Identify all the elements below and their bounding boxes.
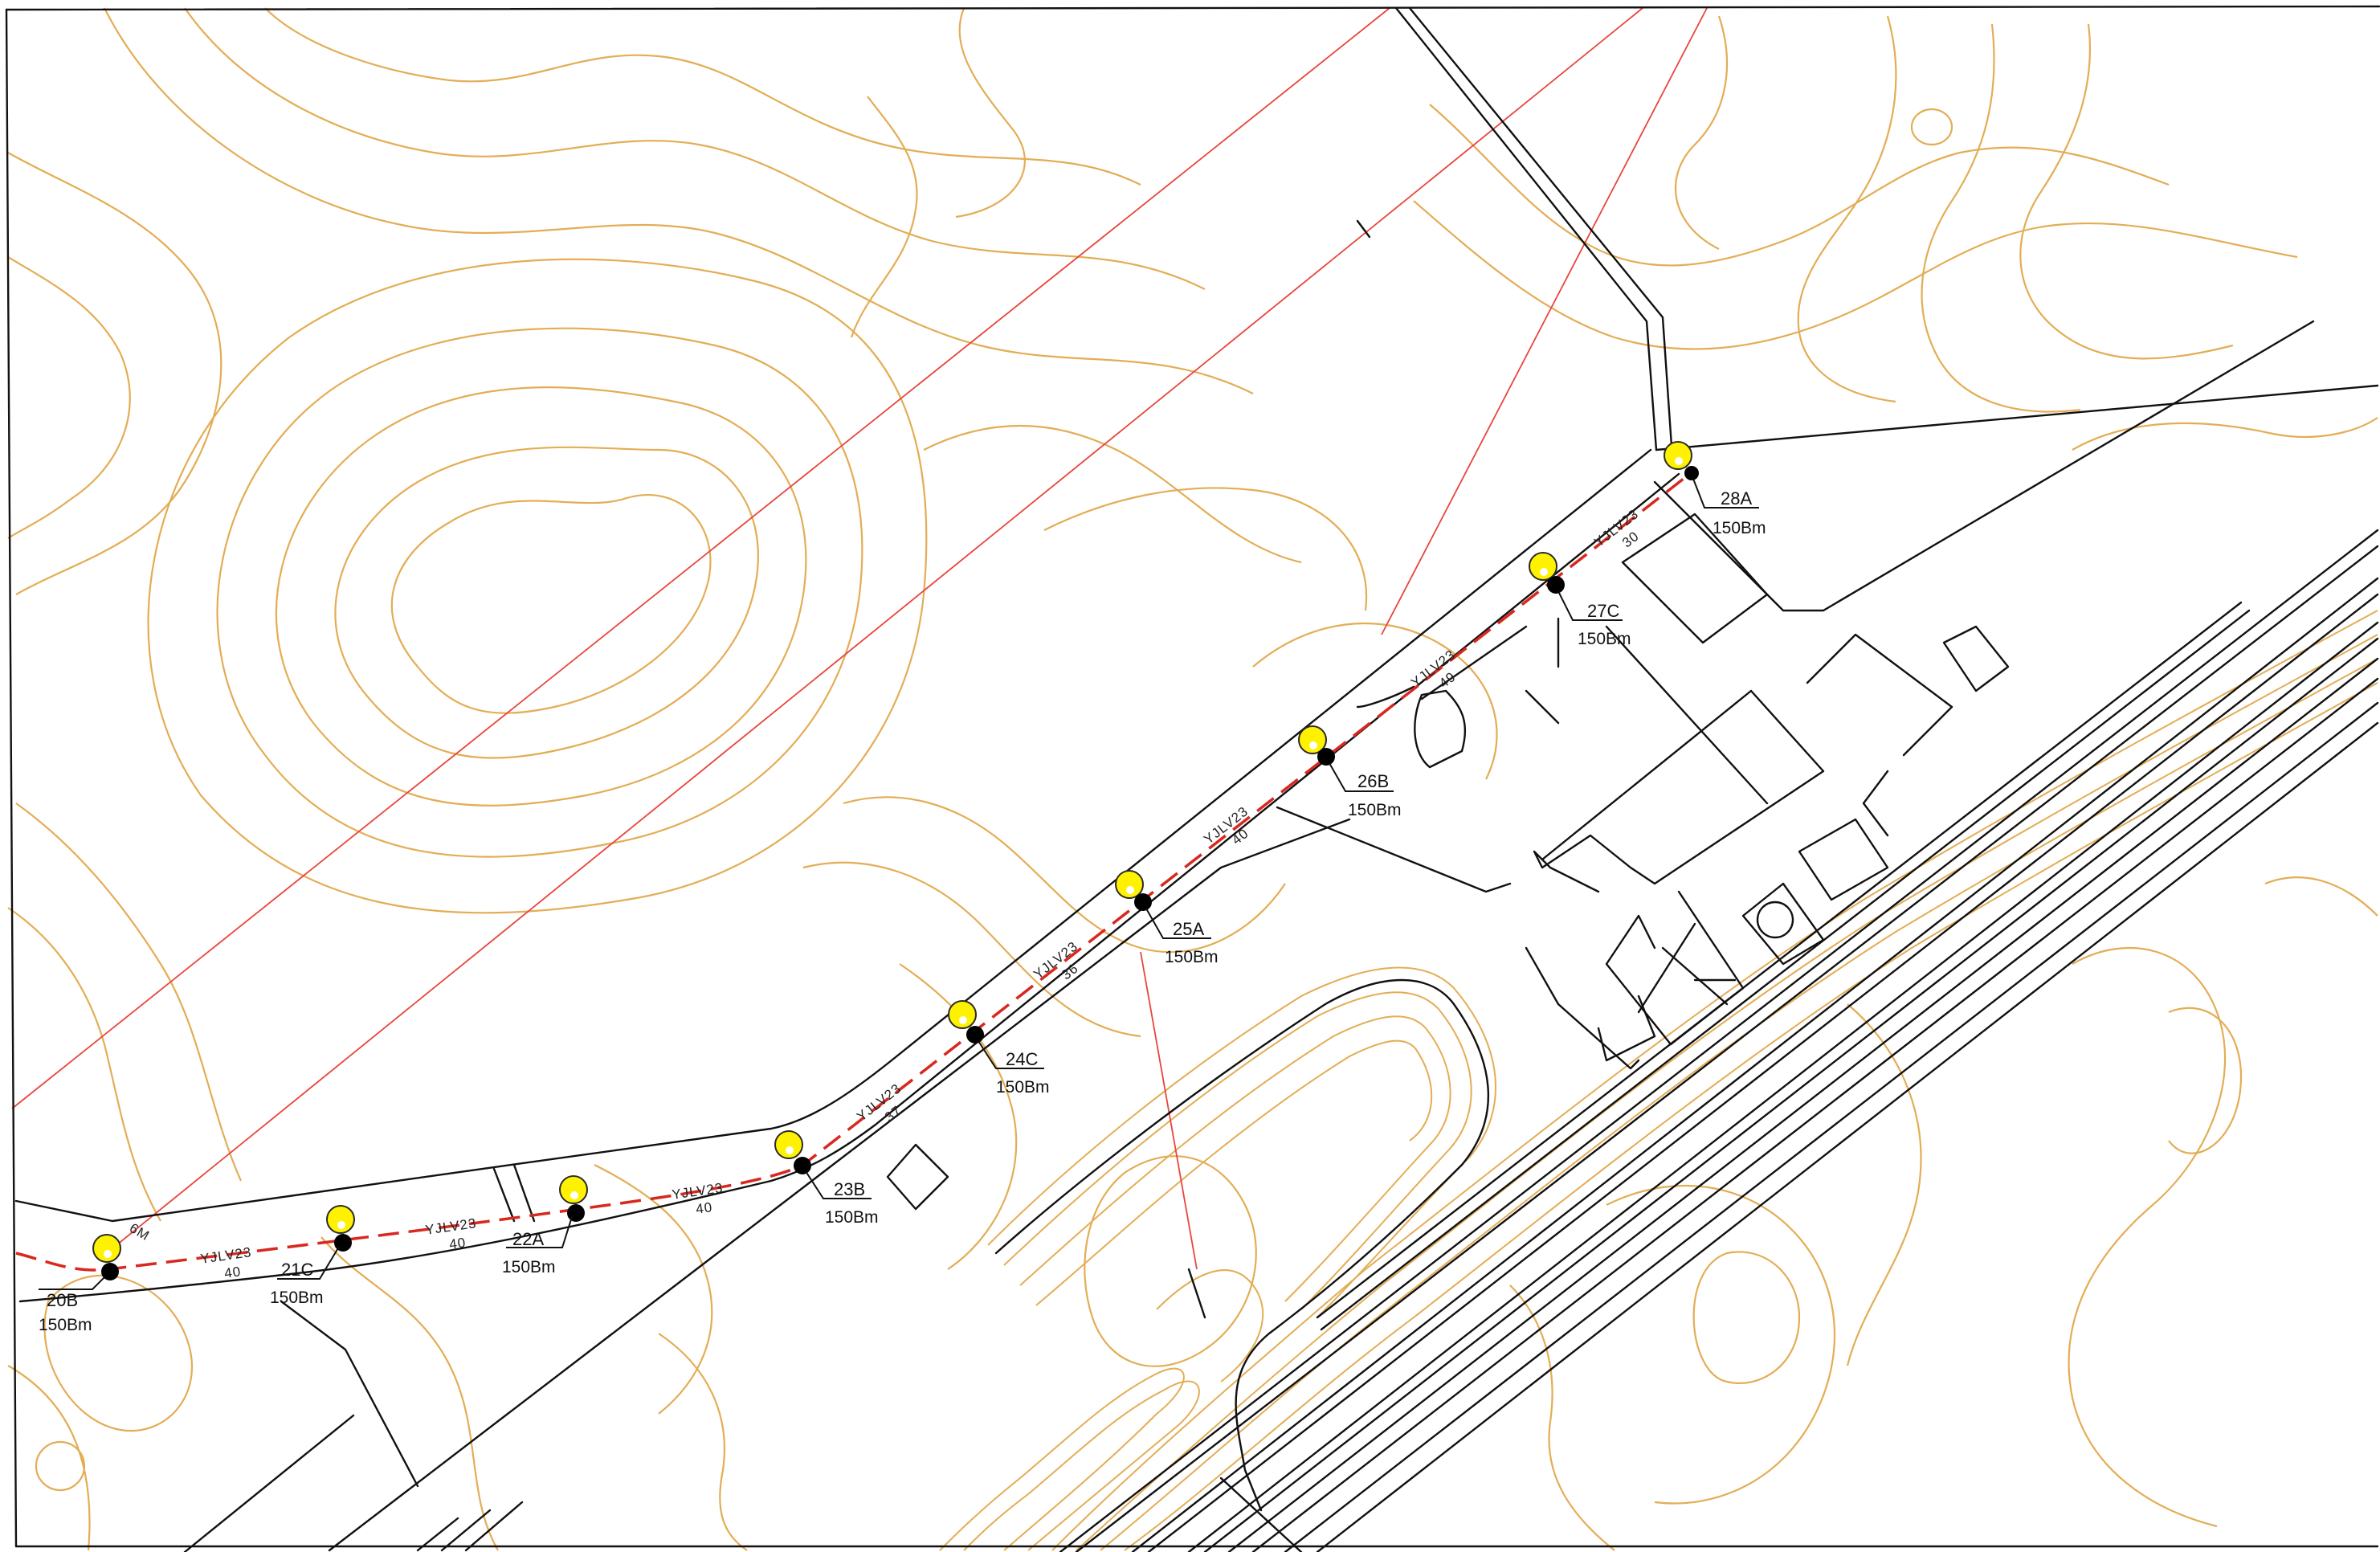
building [1621,513,1769,644]
pole-28A[interactable]: 28A 150Bm [1664,441,1766,537]
lamp-center [1675,457,1683,465]
pole-id: 23B [834,1179,865,1199]
site-boundaries [5,5,2380,1552]
pole-spec: 150Bm [39,1316,92,1334]
pole-id: 28A [1721,488,1752,508]
pole-27C[interactable]: 27C 150Bm [1529,552,1631,648]
pole-26B[interactable]: 26B 150Bm [1298,725,1402,819]
label-leader [805,1170,872,1199]
pole-spec: 150Bm [1348,801,1402,819]
pole-id: 27C [1587,601,1619,621]
overhead-power-lines [11,7,1708,1270]
pole-25A[interactable]: 25A 150Bm [1115,870,1219,966]
pole-base-icon [1317,748,1335,766]
street-lamp-icon [1664,441,1692,470]
pole-base-icon [567,1204,585,1222]
label-leader [39,1276,105,1290]
pole-id: 20B [47,1290,78,1310]
pole-id: 26B [1357,771,1389,791]
svg-text:40: 40 [695,1199,713,1217]
lamp-center [337,1221,345,1229]
pole-spec: 150Bm [1713,519,1766,537]
pole-base-icon [1547,576,1565,594]
street-lamp-icon [1298,725,1327,754]
terrain-contour-lines [7,7,2378,1551]
pole-23B[interactable]: 23B 150Bm [774,1130,879,1227]
lamp-center [1126,886,1134,894]
pole-base-icon [1134,893,1152,911]
pole-base-icon [1684,466,1699,480]
pole-spec: 150Bm [996,1078,1050,1097]
lamp-center [1309,741,1317,749]
pole-20B[interactable]: 20B 150Bm [39,1234,121,1334]
street-light-poles: 20B 150Bm 21C 150Bm 22A 150Bm 23B [39,441,1766,1334]
label-leader [1557,590,1623,621]
label-leader [1145,908,1211,939]
street-lamp-icon [1115,870,1144,899]
pole-spec: 150Bm [1578,630,1631,648]
lamp-center [1540,568,1548,576]
lamp-center [786,1146,794,1154]
pole-22A[interactable]: 22A 150Bm [502,1175,588,1276]
label-leader [1329,762,1394,792]
pole-21C[interactable]: 21C 150Bm [270,1205,355,1307]
street-lamp-icon [326,1205,355,1234]
pole-id: 25A [1173,919,1204,939]
pole-24C[interactable]: 24C 150Bm [948,1000,1050,1097]
pole-spec: 150Bm [502,1258,556,1276]
pole-base-icon [966,1026,984,1044]
street-lamp-icon [92,1234,121,1263]
pole-base-icon [794,1157,811,1174]
lamp-center [104,1250,112,1258]
street-lamp-icon [774,1130,803,1159]
label-leader [277,1246,340,1280]
lamp-center [570,1191,578,1199]
pole-spec: 150Bm [270,1289,324,1307]
pole-spec: 150Bm [825,1208,879,1227]
pole-id: 22A [512,1229,544,1249]
pole-base-icon [101,1263,119,1280]
pole-id: 24C [1006,1049,1038,1069]
cable-route-dashed [15,468,1696,1272]
street-lamp-icon [948,1000,977,1029]
label-leader [978,1040,1044,1069]
street-lamp-icon [559,1175,588,1204]
lamp-center [959,1016,967,1024]
svg-text:40: 40 [223,1264,242,1281]
pole-spec: 150Bm [1165,948,1219,966]
label-leader [1692,478,1759,508]
svg-text:40: 40 [448,1235,467,1252]
label-leader [506,1216,573,1248]
pole-id: 21C [281,1260,313,1280]
street-lamp-icon [1529,552,1557,581]
